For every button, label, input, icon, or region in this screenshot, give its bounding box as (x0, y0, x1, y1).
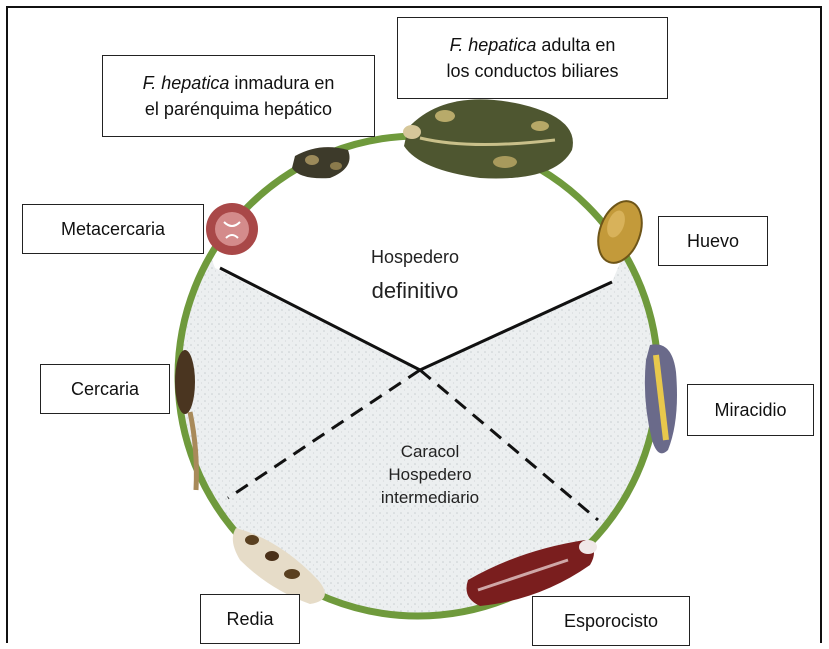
redia-image (232, 528, 325, 604)
figure-frame (6, 6, 822, 643)
esporocisto-label: Esporocisto (532, 596, 690, 646)
definitive-host-line1: Hospedero (370, 247, 460, 267)
intermediate-host-label: Caracol Hospedero intermediario (365, 440, 495, 509)
intermediate-host-line2: Hospedero (388, 465, 472, 484)
adult-species-name: F. hepatica (449, 34, 537, 55)
sporocyst-image (466, 540, 597, 606)
metacercaria-label: Metacercaria (22, 204, 204, 254)
definitive-divider-right (419, 280, 613, 372)
adult-line1-rest: adulta en (536, 34, 616, 55)
miracidio-label: Miracidio (687, 384, 814, 436)
definitive-host-area (178, 136, 658, 370)
intermediate-divider-left (227, 368, 421, 500)
immature-line1-rest: inmadura en (229, 72, 335, 93)
adult-fluke-label: F. hepatica adulta en los conductos bili… (397, 17, 668, 99)
redia-label: Redia (200, 594, 300, 644)
huevo-label: Huevo (658, 216, 768, 266)
adult-line2: los conductos biliares (446, 61, 619, 81)
intermediate-host-line3: intermediario (380, 488, 480, 507)
intermediate-host-line1: Caracol (400, 442, 460, 461)
immature-line2: el parénquima hepático (144, 99, 333, 119)
miracidium-image (644, 344, 677, 454)
cercaria-image (175, 350, 199, 491)
intermediate-divider-right (419, 368, 599, 522)
definitive-host-line2: definitivo (371, 278, 459, 303)
cercaria-label: Cercaria (40, 364, 170, 414)
adult-fluke-image (403, 99, 573, 179)
immature-fluke-label: F. hepatica inmadura en el parénquima he… (102, 55, 375, 137)
immature-species-name: F. hepatica (142, 72, 230, 93)
egg-image (597, 200, 643, 264)
definitive-divider-left (219, 266, 421, 372)
immature-fluke-image (292, 147, 350, 179)
definitive-host-label: Hospedero definitivo (355, 240, 475, 308)
metacercaria-image (206, 203, 258, 255)
